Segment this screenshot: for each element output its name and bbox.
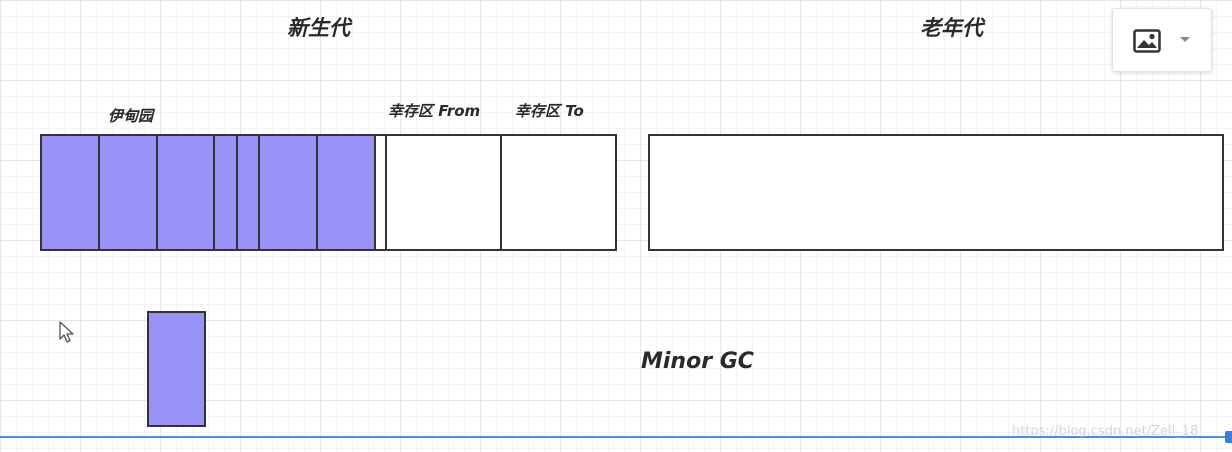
watermark: https://blog.csdn.net/Zell_18 — [1012, 424, 1199, 439]
minor-gc-label: Minor GC — [641, 349, 754, 374]
eden-object[interactable] — [100, 136, 158, 249]
eden-object[interactable] — [215, 136, 238, 249]
image-icon[interactable] — [1133, 29, 1161, 53]
old-generation-space[interactable] — [648, 134, 1224, 251]
resize-handle[interactable] — [1225, 431, 1232, 443]
format-toolbar[interactable] — [1112, 8, 1212, 72]
eden-object[interactable] — [42, 136, 100, 249]
survivor-to-space[interactable] — [500, 134, 617, 251]
young-generation-title: 新生代 — [287, 16, 350, 40]
canvas-bottom-line — [0, 436, 1226, 438]
mouse-cursor-icon — [59, 321, 74, 343]
survivor-from-space[interactable] — [385, 134, 502, 251]
survivor-to-label: 幸存区 To — [515, 102, 584, 120]
survivor-from-label: 幸存区 From — [388, 102, 481, 120]
eden-object[interactable] — [318, 136, 376, 249]
old-generation-title: 老年代 — [920, 16, 983, 40]
eden-object[interactable] — [238, 136, 260, 249]
eden-space[interactable] — [40, 134, 387, 251]
eden-object[interactable] — [260, 136, 318, 249]
chevron-down-icon[interactable] — [1179, 36, 1191, 44]
eden-label: 伊甸园 — [108, 107, 154, 125]
eden-object[interactable] — [158, 136, 215, 249]
new-object[interactable] — [147, 311, 206, 427]
